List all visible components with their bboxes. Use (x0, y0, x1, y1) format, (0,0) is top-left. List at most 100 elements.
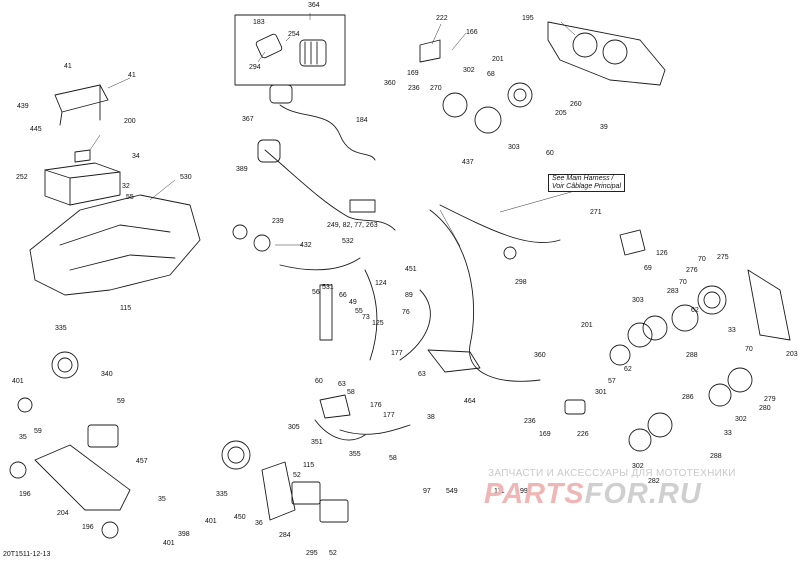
part-label: 38 (427, 414, 435, 421)
part-label: 62 (691, 307, 699, 314)
part-label: 32 (122, 183, 130, 190)
part-label: 58 (389, 455, 397, 462)
part-label: 166 (466, 29, 478, 36)
part-label: 450 (234, 514, 246, 521)
watermark-logo: PARTSFOR.RU (484, 478, 702, 510)
part-label: 280 (759, 405, 771, 412)
part-label: 222 (436, 15, 448, 22)
part-label: 254 (288, 31, 300, 38)
part-label: 63 (338, 381, 346, 388)
part-label: 196 (82, 524, 94, 531)
part-label: 89 (405, 292, 413, 299)
part-label: 204 (57, 510, 69, 517)
part-label: 56 (312, 289, 320, 296)
part-label: 33 (728, 327, 736, 334)
part-label: 69 (644, 265, 652, 272)
part-label: 60 (315, 378, 323, 385)
part-label: 68 (487, 71, 495, 78)
part-label: 360 (384, 80, 396, 87)
part-label: 305 (288, 424, 300, 431)
part-label: 286 (682, 394, 694, 401)
part-label: 52 (329, 550, 337, 557)
part-label: 288 (686, 352, 698, 359)
see-main-harness-callout: See Main Harness / Voir Câblage Principa… (548, 174, 625, 192)
part-label: 445 (30, 126, 42, 133)
part-label: 111 (494, 488, 505, 495)
part-label: 340 (101, 371, 113, 378)
part-label: 401 (205, 518, 217, 525)
part-label: 239 (272, 218, 284, 225)
part-label: 115 (303, 462, 315, 469)
part-label: 335 (55, 325, 67, 332)
part-label: 401 (163, 540, 175, 547)
part-label: 177 (383, 412, 395, 419)
part-label: 398 (178, 531, 190, 538)
part-label: 303 (632, 297, 644, 304)
watermark-logo-part1: PARTS (484, 478, 585, 510)
part-label: 351 (311, 439, 323, 446)
part-label: 41 (64, 63, 72, 70)
part-label: 63 (418, 371, 426, 378)
part-label: 33 (724, 430, 732, 437)
part-label: 55 (355, 308, 363, 315)
part-label: 530 (180, 174, 192, 181)
part-label: 62 (624, 366, 632, 373)
part-label: 532 (342, 238, 354, 245)
watermark-tagline: ЗАПЧАСТИ И АКСЕССУАРЫ ДЛЯ МОТОТЕХНИКИ (488, 468, 736, 479)
part-label: 432 (300, 242, 312, 249)
part-label: 177 (391, 350, 403, 357)
part-label: 279 (764, 396, 776, 403)
part-label: 184 (356, 117, 368, 124)
part-label: 249, 82, 77, 263 (327, 222, 378, 229)
part-label: 236 (408, 85, 420, 92)
drawing-code: 20T1511-12-13 (3, 551, 51, 558)
part-label: 59 (34, 428, 42, 435)
part-label: 360 (534, 352, 546, 359)
part-label: 389 (236, 166, 248, 173)
headlight-housing (547, 21, 666, 86)
part-label: 125 (372, 320, 384, 327)
part-label: 57 (608, 378, 616, 385)
part-label: 35 (158, 496, 166, 503)
part-label: 205 (555, 110, 567, 117)
part-label: 303 (508, 144, 520, 151)
part-label: 39 (600, 124, 608, 131)
part-label: 295 (306, 550, 318, 557)
part-label: 73 (362, 314, 370, 321)
part-label: 236 (524, 418, 536, 425)
part-label: 66 (339, 292, 347, 299)
part-label: 271 (590, 209, 602, 216)
part-label: 76 (402, 309, 410, 316)
part-label: 437 (462, 159, 474, 166)
part-label: 226 (577, 431, 589, 438)
part-label: 364 (308, 2, 320, 9)
part-label: 124 (375, 280, 387, 287)
part-label: 58 (347, 389, 355, 396)
part-label: 196 (19, 491, 31, 498)
callout-line-2: Voir Câblage Principal (552, 183, 621, 190)
part-label: 201 (581, 322, 593, 329)
watermark-logo-part2: FOR.RU (584, 478, 702, 510)
battery (44, 162, 121, 206)
part-label: 126 (656, 250, 668, 257)
part-label: 401 (12, 378, 24, 385)
part-label: 183 (253, 19, 265, 26)
callout-line-1: See Main Harness / (552, 175, 614, 182)
wiring-harness (279, 104, 376, 161)
part-label: 59 (117, 398, 125, 405)
part-label: 49 (349, 299, 357, 306)
part-label: 457 (136, 458, 148, 465)
part-label: 282 (648, 478, 660, 485)
part-label: 283 (667, 288, 679, 295)
part-label: 549 (446, 488, 458, 495)
part-label: 284 (279, 532, 291, 539)
boxed-part-group (234, 14, 346, 86)
battery-tray (29, 194, 201, 296)
part-label: 464 (464, 398, 476, 405)
part-label: 302 (735, 416, 747, 423)
part-label: 260 (570, 101, 582, 108)
part-label: 301 (595, 389, 607, 396)
part-label: 451 (405, 266, 417, 273)
part-label: 367 (242, 116, 254, 123)
